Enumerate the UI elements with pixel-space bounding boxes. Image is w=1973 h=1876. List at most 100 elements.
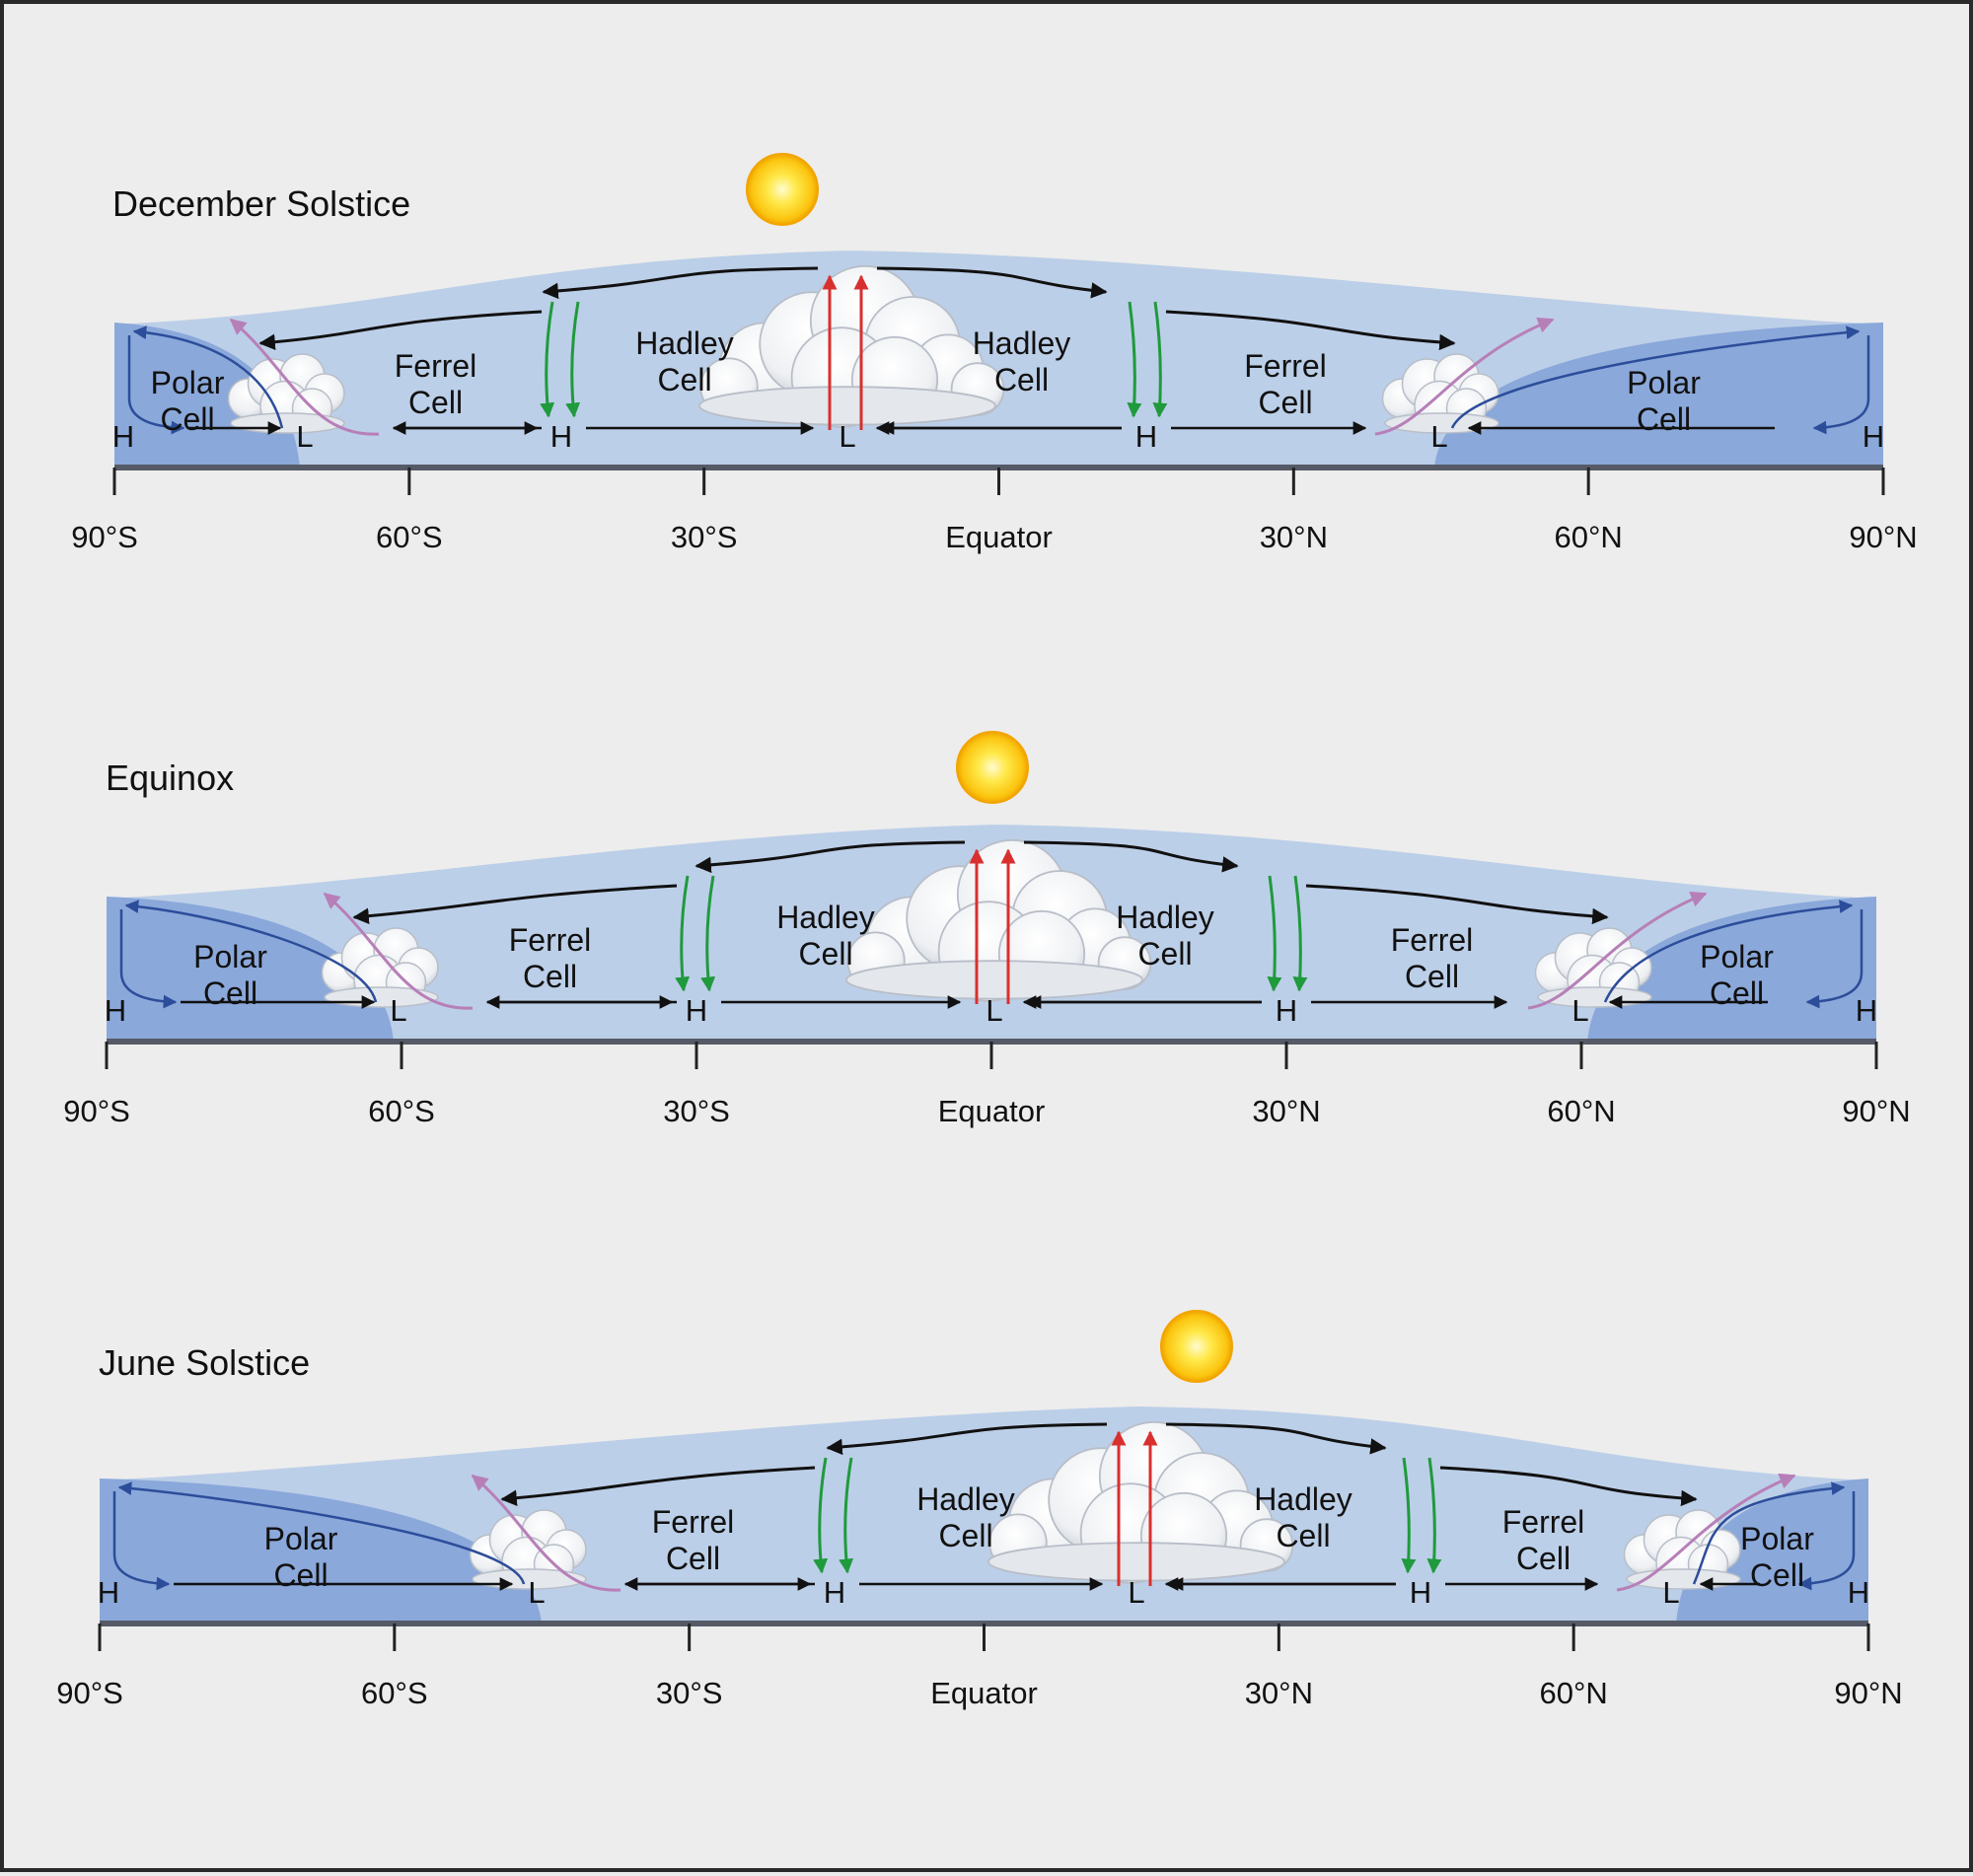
- axis-label: 60°N: [1555, 520, 1623, 554]
- high-pressure-label: H: [824, 1575, 845, 1610]
- low-pressure-label: L: [1128, 1575, 1144, 1610]
- panel-title: June Solstice: [99, 1342, 310, 1383]
- upper-wind-arrow: [1165, 310, 1456, 351]
- upper-wind-arrow: [500, 1466, 816, 1506]
- axis-label: 30°N: [1252, 1094, 1320, 1128]
- axis-label: 30°N: [1260, 520, 1328, 554]
- upper-wind-arrow: [1305, 884, 1609, 925]
- cell-label-line2: Cell: [938, 1518, 992, 1553]
- cell-label-line1: Ferrel: [1391, 922, 1474, 958]
- upper-wind-arrow: [876, 266, 1108, 299]
- upper-wind-arrow: [1023, 840, 1239, 873]
- frontal-air-arrow: [1527, 891, 1708, 1010]
- descending-air-arrow: [1401, 1457, 1417, 1574]
- high-pressure-label: H: [686, 993, 707, 1028]
- upper-wind-arrow: [1439, 1466, 1698, 1507]
- descending-air-arrow: [540, 301, 555, 418]
- descending-air-arrow: [565, 301, 581, 418]
- axis-label: 30°S: [663, 1094, 730, 1128]
- cell-label-line1: Hadley: [916, 1481, 1015, 1517]
- cloud-base: [845, 960, 1143, 1000]
- cell-label-line1: Ferrel: [1502, 1504, 1585, 1540]
- upper-wind-arrow: [258, 310, 543, 350]
- cell-label-line1: Hadley: [1116, 900, 1214, 935]
- polar-flow-arrow: [119, 909, 178, 1009]
- descending-air-arrow: [1127, 301, 1142, 418]
- low-pressure-label: L: [1662, 1575, 1679, 1610]
- cell-label-line1: Hadley: [973, 325, 1071, 361]
- cell-label-line2: Cell: [203, 975, 257, 1011]
- upper-wind-arrow: [542, 266, 819, 300]
- upper-wind-arrow: [1165, 1422, 1387, 1455]
- cloud-icon: [987, 1420, 1294, 1584]
- high-pressure-label: H: [550, 419, 572, 454]
- axis-label: Equator: [930, 1676, 1038, 1710]
- cell-label-line2: Cell: [657, 362, 711, 397]
- axis-label: 60°S: [376, 520, 443, 554]
- polar-flow-arrow: [1797, 1491, 1856, 1591]
- axis-label: 90°S: [71, 520, 138, 554]
- axis-label: Equator: [938, 1094, 1046, 1128]
- panel-title: December Solstice: [112, 183, 410, 224]
- descending-air-arrow: [1426, 1457, 1442, 1574]
- frontal-air-arrow: [323, 892, 474, 1010]
- cloud-base: [324, 986, 439, 1008]
- polar-flow-arrow: [127, 335, 185, 435]
- high-pressure-label: H: [1856, 993, 1877, 1028]
- cell-label-line1: Ferrel: [652, 1504, 735, 1540]
- cloud-base: [230, 412, 345, 434]
- axis-label: 60°N: [1547, 1094, 1615, 1128]
- frontal-air-arrow: [1374, 317, 1555, 436]
- cell-label-line1: Ferrel: [1244, 348, 1327, 384]
- axis-label: 90°N: [1834, 1676, 1902, 1710]
- cell-label-line1: Ferrel: [395, 348, 477, 384]
- low-pressure-label: L: [390, 993, 406, 1028]
- low-pressure-label: L: [839, 419, 855, 454]
- polar-flow-arrow: [1450, 325, 1861, 429]
- axis-label: 90°S: [63, 1094, 130, 1128]
- low-pressure-label: L: [528, 1575, 545, 1610]
- upper-wind-arrow: [352, 884, 678, 924]
- high-pressure-label: H: [1863, 419, 1884, 454]
- cell-label-line2: Cell: [1276, 1518, 1330, 1553]
- cell-label-line2: Cell: [1405, 959, 1459, 994]
- polar-cell-south: [100, 1479, 542, 1623]
- upper-wind-arrow: [694, 840, 966, 874]
- high-pressure-label: H: [1135, 419, 1157, 454]
- axis-label: 30°N: [1245, 1676, 1313, 1710]
- panel-title: Equinox: [106, 758, 234, 798]
- high-pressure-label: H: [1276, 993, 1297, 1028]
- high-pressure-label: H: [98, 1575, 119, 1610]
- axis-label: 30°S: [671, 520, 738, 554]
- cell-label-line1: Polar: [1740, 1521, 1814, 1556]
- cell-label-line2: Cell: [1637, 401, 1691, 437]
- low-pressure-label: L: [296, 419, 313, 454]
- frontal-air-arrow: [471, 1474, 621, 1592]
- cloud-base: [698, 386, 996, 426]
- frontal-air-arrow: [229, 318, 380, 436]
- axis-label: 90°N: [1849, 520, 1917, 554]
- cell-label-line2: Cell: [1710, 975, 1764, 1011]
- high-pressure-label: H: [1410, 1575, 1431, 1610]
- low-pressure-label: L: [1571, 993, 1588, 1028]
- axis-label: 60°S: [368, 1094, 435, 1128]
- descending-air-arrow: [700, 875, 716, 992]
- descending-air-arrow: [1292, 875, 1308, 992]
- polar-cell-north: [1434, 323, 1883, 468]
- axis-label: 90°S: [56, 1676, 123, 1710]
- polar-cell-north: [1587, 897, 1876, 1042]
- cell-label-line1: Polar: [264, 1521, 338, 1556]
- circulation-diagram: December Solstice 90°S 60°S 30°S Equator 30°N…: [56, 153, 1918, 1710]
